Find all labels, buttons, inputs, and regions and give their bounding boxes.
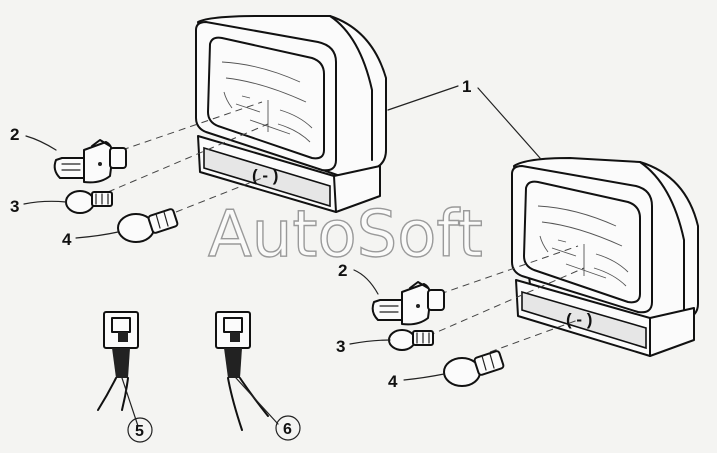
lens-pattern-left: [221, 61, 313, 143]
watermark: AutoSoft: [208, 198, 483, 272]
callout-1: 1: [462, 77, 471, 96]
callout-3-right: 3: [336, 337, 345, 356]
callout-6-circle: [275, 415, 301, 441]
assembly-lines-right: [427, 245, 585, 353]
bulb-signal-left: [117, 208, 179, 243]
connector-5: [97, 311, 139, 427]
connector-6: [215, 311, 279, 431]
callout-numbers: 1 2 3 4 2 3 4 5 6: [10, 77, 471, 443]
callout-2-left: 2: [10, 125, 19, 144]
bulb-main-left: [53, 139, 127, 184]
lamp-marking-left: ( - ): [252, 166, 278, 185]
headlamp-left: ( - ): [195, 15, 387, 213]
callout-5: 5: [135, 423, 144, 440]
callout-3-left: 3: [10, 197, 19, 216]
leaders-right: [349, 269, 445, 381]
callout-4-right: 4: [388, 372, 398, 391]
lamp-marking-right: ( - ): [566, 310, 592, 329]
callout-6: 6: [283, 421, 292, 438]
lens-pattern-right: [537, 205, 629, 287]
callout-4-left: 4: [62, 230, 72, 249]
bulb-main-right: [371, 281, 445, 326]
headlamp-right: ( - ): [511, 157, 699, 357]
bulb-small-right: [388, 329, 434, 351]
bulb-small-left: [65, 190, 113, 214]
assembly-lines-left: [107, 101, 269, 213]
leaders-left: [23, 135, 119, 239]
callout-1-leaders: [387, 85, 541, 159]
bulb-signal-right: [443, 350, 505, 387]
callout-2-right: 2: [338, 261, 347, 280]
callout-5-circle: [127, 417, 153, 443]
